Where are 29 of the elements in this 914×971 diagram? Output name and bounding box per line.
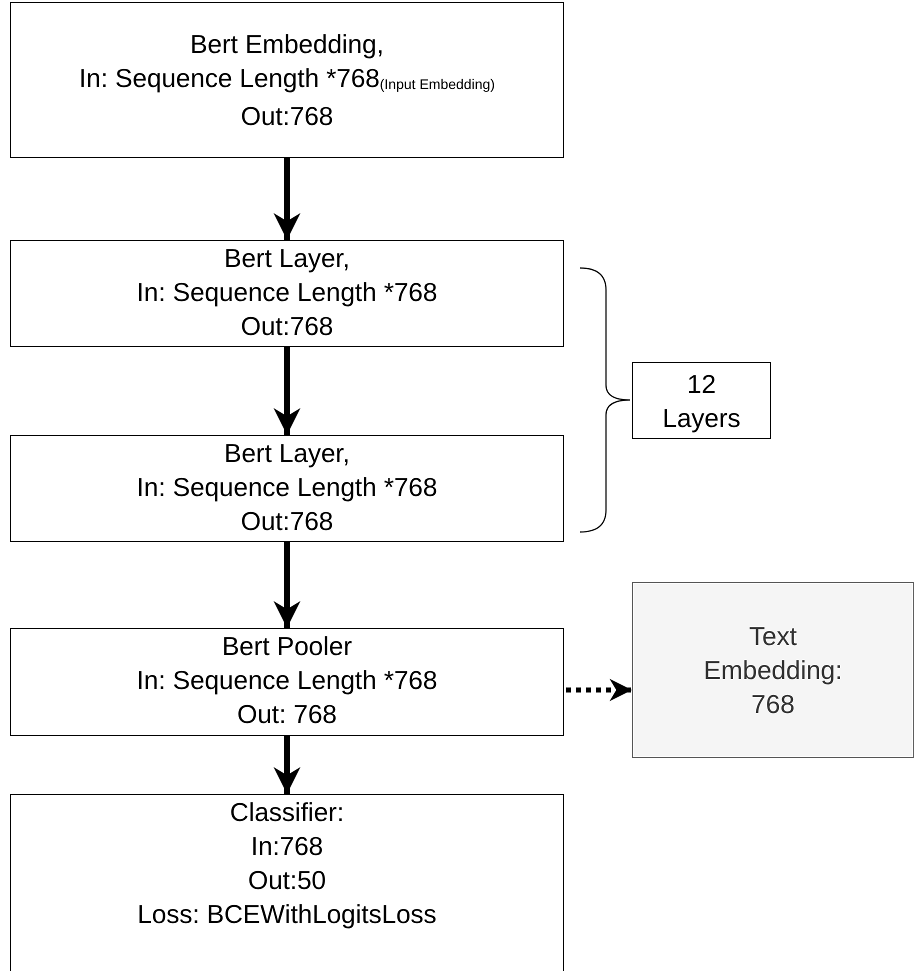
arrow [274,542,300,628]
box-label: Out:768 [240,505,334,538]
box-label: In:768 [250,830,324,863]
arrow [566,678,632,702]
box-label: Bert Layer, [224,242,350,275]
box-label: Out:768 [240,100,334,133]
box-label: In: Sequence Length *768 [136,664,438,697]
box-label: Out: 768 [237,698,337,731]
arrow [274,347,300,435]
arrow [274,158,300,240]
box-label: Bert Embedding, [190,28,384,61]
box-label: In: Sequence Length *768 [136,276,438,309]
output-box [632,582,914,758]
box-label: Out:50 [248,864,326,897]
box-label: Text Embedding: 768 [702,620,844,721]
layer-box [10,2,564,158]
box-label: 12 Layers [662,368,741,434]
box-label: Bert Layer, [224,437,350,470]
layer-box [10,240,564,347]
layer-box [632,362,771,439]
layer-box [10,794,564,971]
box-label: In: Sequence Length *768 [136,471,438,504]
box-label: Out:768 [240,310,334,343]
box-label: In: Sequence Length *768$_{(Input Embedding)}$ [79,62,495,95]
box-label: Classifier: [230,796,344,829]
box-label: Loss: BCEWithLogitsLoss [137,898,437,931]
layer-box [10,628,564,736]
box-label: Bert Pooler [222,630,352,663]
layer-box [10,435,564,542]
